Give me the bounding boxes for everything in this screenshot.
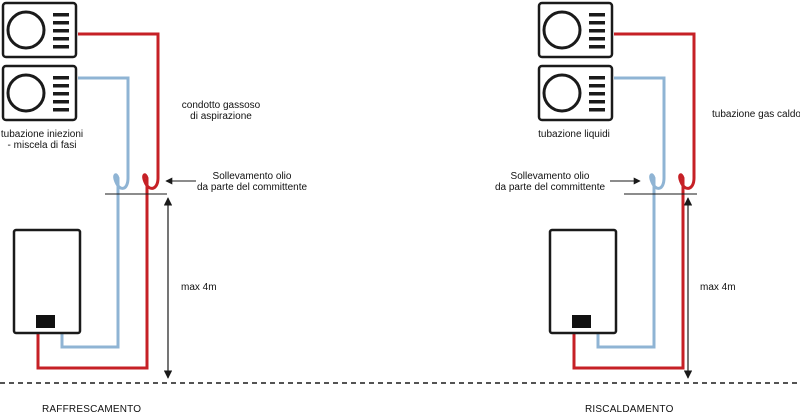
- red-pipe: [36, 32, 160, 370]
- label-oil-lift: Sollevamento olio da parte del committen…: [196, 171, 308, 193]
- label-gas-pipe: condotto gassoso di aspirazione: [181, 100, 261, 122]
- mode-title-cooling: RAFFRESCAMENTO: [42, 404, 142, 415]
- label-height: max 4m: [700, 282, 736, 293]
- blue-pipe: [60, 76, 130, 349]
- label-oil-lift: Sollevamento olio da parte del committen…: [494, 171, 606, 193]
- label-height: max 4m: [181, 282, 217, 293]
- indoor-unit-icon: [548, 228, 618, 335]
- left-diagram: [1, 1, 196, 379]
- label-liquid-pipe: tubazione liquidi: [538, 129, 610, 140]
- outdoor-unit-icon: [537, 1, 614, 59]
- outdoor-unit-icon: [1, 64, 78, 122]
- right-diagram: [537, 1, 697, 379]
- outdoor-unit-icon: [537, 64, 614, 122]
- outdoor-unit-icon: [1, 1, 78, 59]
- label-injection-pipe: tubazione iniezioni - miscela di fasi: [0, 129, 84, 151]
- label-hot-gas-pipe: tubazione gas caldo: [712, 109, 800, 120]
- indoor-unit-icon: [12, 228, 82, 335]
- mode-title-heating: RISCALDAMENTO: [585, 404, 674, 415]
- red-pipe: [572, 32, 696, 370]
- blue-pipe: [596, 76, 666, 349]
